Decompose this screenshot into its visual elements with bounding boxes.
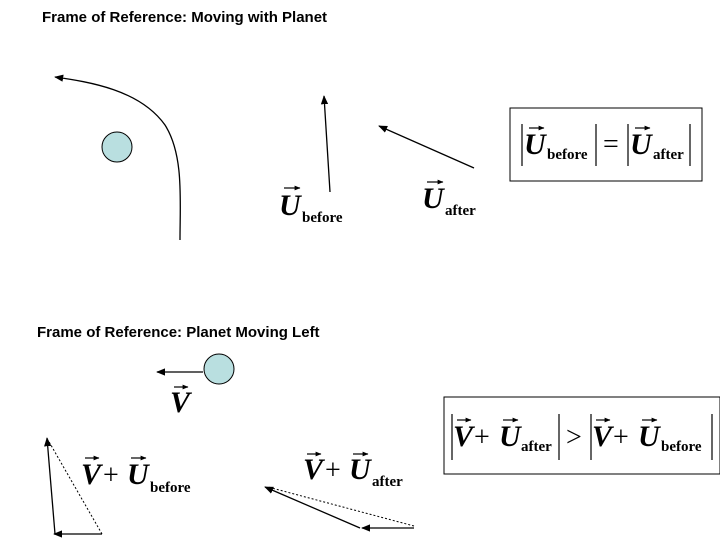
section-title-planet-moving-left: Frame of Reference: Planet Moving Left [37,324,320,341]
svg-text:+: + [613,422,629,453]
svg-text:U: U [349,453,372,486]
svg-text:V: V [592,420,615,453]
speed-equality-box: U before = U after [509,107,703,182]
svg-text:U: U [630,128,653,161]
svg-text:U: U [524,128,547,161]
u-before-vector [320,95,331,193]
svg-text:before: before [661,439,702,455]
svg-text:after: after [445,203,476,219]
svg-text:U: U [422,182,445,215]
svg-text:U: U [127,458,150,491]
svg-text:V: V [303,453,326,486]
vector-sum-after-triangle [264,486,415,532]
svg-text:before: before [302,210,343,226]
svg-text:V: V [81,458,104,491]
svg-text:V: V [170,386,193,419]
u-after-label: U after [422,179,476,219]
svg-text:V: V [453,420,476,453]
svg-text:+: + [474,422,490,453]
vector-sum-before-triangle [44,437,103,538]
svg-text:+: + [103,460,119,491]
u-after-vector [378,125,475,169]
svg-text:after: after [372,474,403,490]
speed-inequality-box: V + U after > V + U before [443,396,720,475]
svg-text:before: before [150,480,191,496]
svg-text:+: + [325,455,341,486]
svg-text:>: > [566,422,582,453]
planet-top [101,131,133,163]
v-label: V [170,384,193,419]
svg-text:after: after [521,439,552,455]
spacecraft-trajectory [54,74,181,241]
svg-text:after: after [653,147,684,163]
svg-text:=: = [603,129,619,160]
svg-text:U: U [499,420,522,453]
planet-bottom [203,353,235,385]
v-plus-u-after-label: V + U after [303,451,403,490]
svg-text:before: before [547,147,588,163]
u-before-label: U before [279,185,343,226]
v-plus-u-before-label: V + U before [81,455,191,496]
section-title-moving-with-planet: Frame of Reference: Moving with Planet [42,9,328,26]
svg-text:U: U [638,420,661,453]
svg-text:U: U [279,189,302,222]
